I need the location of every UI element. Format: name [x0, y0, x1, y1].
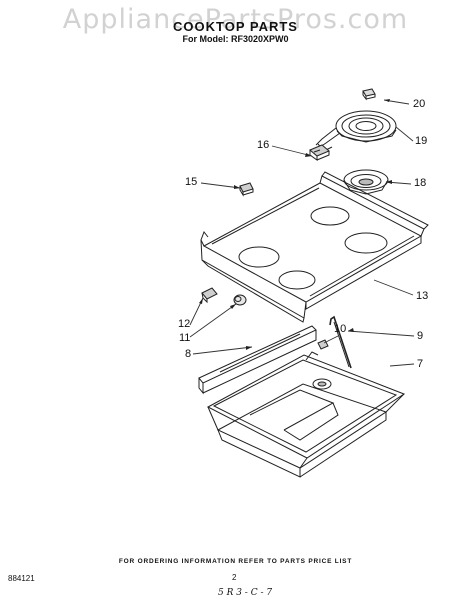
part-7-drip-pan — [206, 351, 406, 478]
callout-19: 19 — [415, 135, 428, 147]
callout-11: 11 — [179, 332, 191, 344]
handwritten-note: 5 R 3 - C - 7 — [218, 588, 273, 598]
part-16-terminal-block — [309, 144, 330, 161]
callout-16: 16 — [257, 139, 270, 151]
part-19-surface-element — [315, 110, 397, 152]
part-15-clip — [239, 182, 254, 197]
part-18-drip-bowl — [343, 169, 389, 195]
part-20-cap — [362, 88, 376, 101]
page-number: 2 — [232, 573, 237, 582]
callout-7: 7 — [417, 358, 424, 370]
part-13-cooktop — [200, 171, 429, 323]
part-8-trim-strip — [198, 325, 317, 395]
callout-18: 18 — [414, 177, 427, 189]
callout-8: 8 — [185, 348, 192, 360]
callout-12: 12 — [178, 318, 191, 330]
model-line: For Model: RF3020XPW0 — [182, 34, 289, 44]
watermark: AppliancePartsPros.com — [62, 4, 409, 35]
ordering-note: FOR ORDERING INFORMATION REFER TO PARTS … — [118, 558, 353, 565]
part-12-bracket — [201, 287, 218, 304]
page-title: COOKTOP PARTS — [173, 19, 298, 34]
leader-lines — [189, 99, 415, 367]
callout-9: 9 — [417, 330, 424, 342]
callout-13: 13 — [416, 290, 429, 302]
part-11-bushing — [233, 294, 247, 306]
part-9-support-rod — [329, 315, 352, 369]
callout-10: 10 — [334, 323, 347, 335]
callout-20: 20 — [413, 98, 426, 110]
callout-15: 15 — [185, 176, 198, 188]
document-number: 884121 — [8, 574, 35, 583]
